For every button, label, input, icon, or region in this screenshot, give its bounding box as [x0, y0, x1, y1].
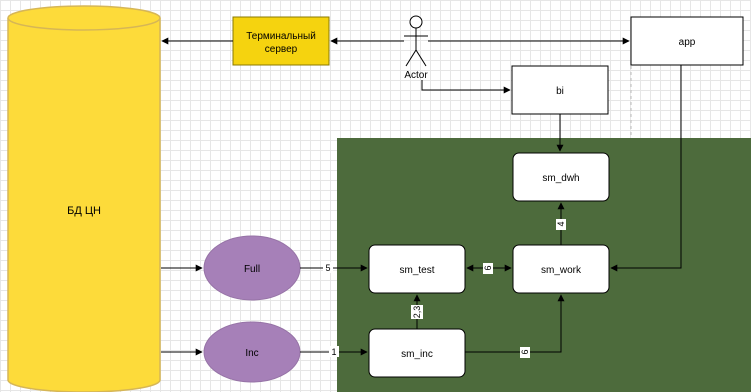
inc-node[interactable]: Inc — [203, 321, 301, 383]
sm-work-node[interactable]: sm_work — [512, 244, 610, 294]
full-label: Full — [244, 264, 260, 275]
database-cylinder[interactable]: БД ЦН — [7, 5, 161, 392]
sm-work-label: sm_work — [541, 265, 582, 276]
edge-label-sm-inc-to-sm-test: 2,3 — [412, 306, 422, 319]
sm-dwh-label: sm_dwh — [542, 173, 579, 184]
sm-test-label: sm_test — [399, 265, 434, 276]
inc-label: Inc — [245, 348, 258, 359]
app-label: app — [679, 37, 696, 48]
terminal-server-label-line1: Терминальный — [246, 31, 316, 42]
bi-label: bi — [556, 86, 564, 97]
sm-inc-label: sm_inc — [401, 349, 433, 360]
database-label: БД ЦН — [67, 205, 101, 217]
edge-label-sm-test-sm-work: 6 — [483, 265, 493, 270]
terminal-server-label-line2: сервер — [265, 44, 298, 55]
app-node[interactable]: app — [630, 16, 744, 66]
edge-label-full-to-sm-test: 5 — [325, 263, 330, 273]
actor-label: Actor — [404, 70, 428, 81]
edge-label-inc-to-sm-inc: 1 — [331, 347, 336, 357]
full-node[interactable]: Full — [203, 235, 301, 301]
edge-app-to-sm-work — [610, 65, 682, 272]
edge-actor-to-bi — [421, 80, 511, 94]
bi-node[interactable]: bi — [511, 65, 609, 115]
terminal-server-node[interactable]: Терминальный сервер — [232, 16, 330, 66]
actor-icon[interactable] — [404, 15, 428, 67]
sm-dwh-node[interactable]: sm_dwh — [512, 152, 610, 202]
edge-label-sm-work-to-sm-dwh: 4 — [556, 221, 566, 226]
sm-test-node[interactable]: sm_test — [368, 244, 466, 294]
sm-inc-node[interactable]: sm_inc — [368, 328, 466, 378]
edge-label-sm-inc-to-sm-work: 6 — [520, 349, 530, 354]
edge-sm-inc-to-sm-work — [465, 294, 565, 353]
